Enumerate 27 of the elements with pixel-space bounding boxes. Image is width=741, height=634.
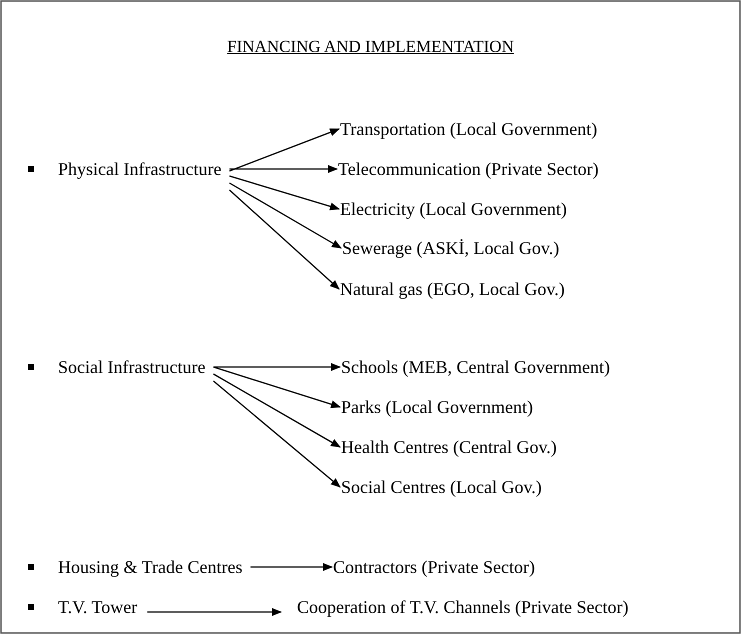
arrow (213, 373, 341, 448)
node-label: Cooperation of T.V. Channels (Private Sector) (297, 596, 628, 618)
arrow (229, 190, 340, 290)
node-label: T.V. Tower (58, 596, 138, 618)
node-label: Social Centres (Local Gov.) (341, 476, 542, 498)
arrow (229, 182, 342, 249)
node-label: Health Centres (Central Gov.) (341, 436, 557, 458)
arrow (213, 380, 341, 488)
arrow (229, 128, 340, 172)
node-label: Telecommunication (Private Sector) (338, 158, 599, 180)
node-label: Physical Infrastructure (58, 158, 222, 180)
node-label: Schools (MEB, Central Government) (341, 356, 610, 378)
node-label: Social Infrastructure (58, 356, 206, 378)
node-label: Housing & Trade Centres (58, 556, 242, 578)
node-label: Contractors (Private Sector) (333, 556, 535, 578)
node-label: Electricity (Local Government) (340, 198, 567, 220)
title: FINANCING AND IMPLEMENTATION (227, 37, 514, 56)
arrow (213, 363, 341, 371)
arrow (250, 563, 333, 571)
node-label: Natural gas (EGO, Local Gov.) (340, 278, 565, 300)
arrow (229, 165, 338, 173)
arrow (213, 366, 341, 408)
arrow (147, 608, 282, 616)
node-label: Parks (Local Government) (341, 396, 533, 418)
arrow (229, 175, 340, 210)
node-label: Sewerage (ASKİ, Local Gov.) (342, 237, 560, 259)
node-label: Transportation (Local Government) (340, 118, 598, 140)
